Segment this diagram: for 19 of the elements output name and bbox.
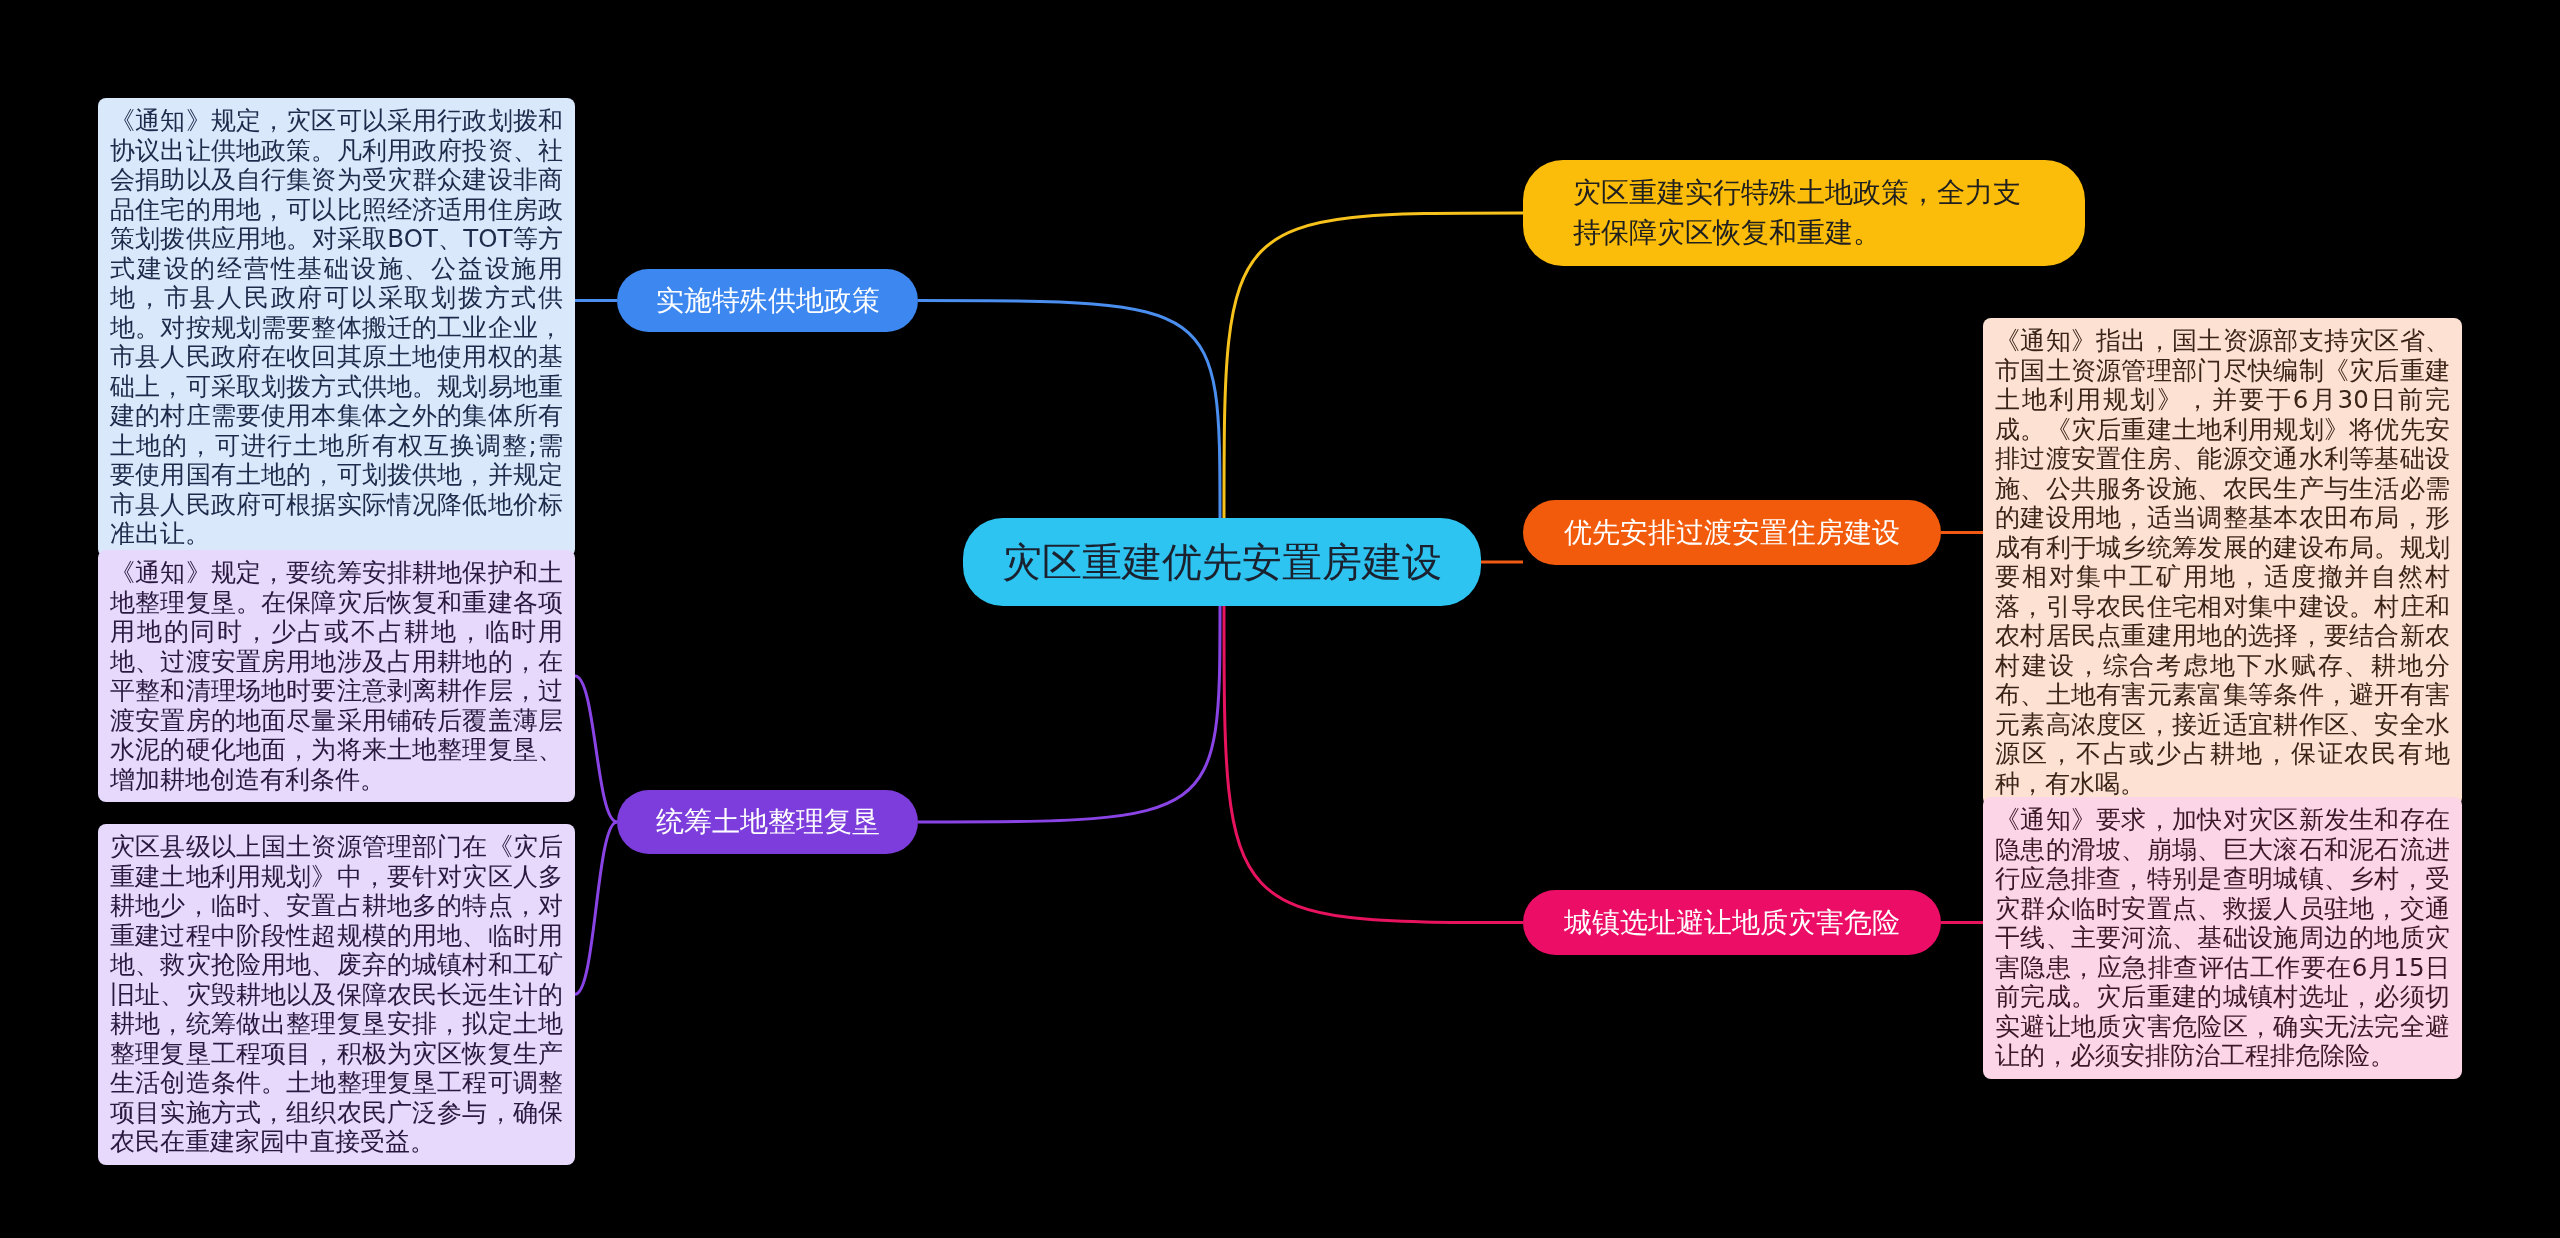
- connector-line: [1941, 531, 1983, 534]
- topic-pill: 优先安排过渡安置住房建设: [1523, 500, 1941, 565]
- topic-pill: 城镇选址避让地质灾害危险: [1523, 890, 1941, 955]
- topic-pill: 灾区重建实行特殊土地政策，全力支持保障灾区恢复和重建。: [1523, 160, 2085, 266]
- note-card: 灾区县级以上国土资源管理部门在《灾后重建土地利用规划》中，要针对灾区人多耕地少，临时、安置占耕地多的特点，对重建过程中阶段性超规模的用地、临时用地、救灾抢险用地、废弃的城镇村和工矿旧址、灾毁耕地以及保障农民长远生计的耕地，统筹做出整理复垦安排，拟定土地整理复垦工程项目，积极为灾区恢复生产生活创造条件。土地整理复垦工程可调整项目实施方式，组织农民广泛参与，确保农民在重建家园中直接受益。: [98, 824, 575, 1165]
- note-card: 《通知》要求，加快对灾区新发生和存在隐患的滑坡、崩塌、巨大滚石和泥石流进行应急排查，特别是查明城镇、乡村，受灾群众临时安置点、救援人员驻地，交通干线、主要河流、基础设施周边的地质灾害隐患，应急排查评估工作要在6月15日前完成。灾后重建的城镇村选址，必须切实避让地质灾害危险区，确实无法完全避让的，必须安排防治工程排危除险。: [1983, 797, 2462, 1079]
- connector-line: [1222, 211, 1523, 518]
- central-topic: 灾区重建优先安置房建设: [963, 518, 1481, 606]
- connector-line: [574, 820, 618, 996]
- connector-line: [1481, 560, 1523, 564]
- topic-pill: 实施特殊供地政策: [617, 269, 918, 332]
- connector-line: [1222, 606, 1523, 924]
- topic-pill: 统筹土地整理复垦: [617, 790, 918, 854]
- connector-line: [1941, 921, 1983, 924]
- connector-line: [918, 606, 1222, 824]
- connector-line: [574, 674, 618, 824]
- connector-line: [575, 299, 617, 302]
- note-card: 《通知》规定，要统筹安排耕地保护和土地整理复垦。在保障灾后恢复和重建各项用地的同时，少占或不占耕地，临时用地、过渡安置房用地涉及占用耕地的，在平整和清理场地时要注意剥离耕作层，过渡安置房的地面尽量采用铺砖后覆盖薄层水泥的硬化地面，为将来土地整理复垦、增加耕地创造有利条件。: [98, 550, 575, 802]
- connector-line: [918, 299, 1222, 518]
